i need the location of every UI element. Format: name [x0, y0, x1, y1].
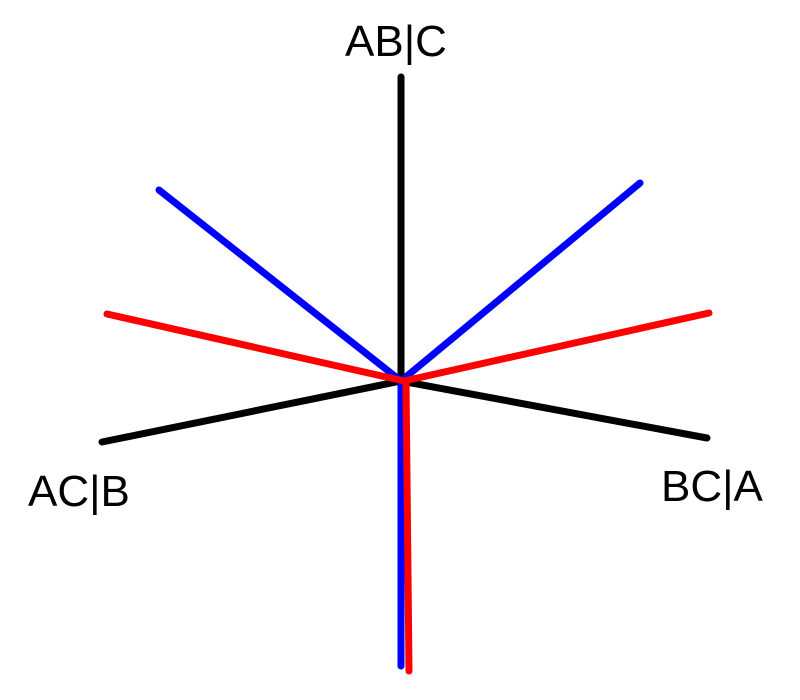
blue-tree: [155, 179, 644, 670]
label-left: AC|B: [28, 467, 130, 516]
black-edge-left: [98, 377, 405, 446]
red-edge-left: [103, 310, 408, 385]
black-tree: [98, 73, 711, 446]
red-tree: [103, 309, 713, 675]
red-edge-right: [400, 309, 713, 385]
black-edge-right: [397, 377, 711, 442]
label-right: BC|A: [661, 462, 763, 511]
blue-edge-upleft: [155, 186, 405, 385]
label-top: AB|C: [345, 17, 447, 66]
blue-edge-upright: [397, 179, 644, 385]
red-edge-down: [402, 377, 413, 675]
